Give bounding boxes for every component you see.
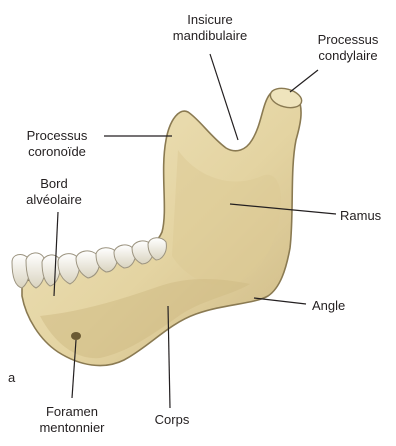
- label-foramen-line1: Foramen: [20, 404, 124, 420]
- label-coronoid: Processus coronoïde: [12, 128, 102, 160]
- label-coronoid-line1: Processus: [12, 128, 102, 144]
- label-condylar: Processus condylaire: [300, 32, 396, 64]
- leader-angle: [254, 298, 306, 304]
- label-alveolar-line2: alvéolaire: [14, 192, 94, 208]
- label-incisure: Insicure mandibulaire: [152, 12, 268, 44]
- label-condylar-line2: condylaire: [300, 48, 396, 64]
- mental-foramen: [71, 332, 81, 340]
- label-incisure-line1: Insicure: [152, 12, 268, 28]
- leader-condylar: [290, 70, 318, 92]
- label-coronoid-line2: coronoïde: [12, 144, 102, 160]
- label-corps: Corps: [136, 412, 208, 428]
- panel-letter: a: [8, 370, 15, 386]
- label-ramus: Ramus: [340, 208, 381, 224]
- label-angle: Angle: [312, 298, 345, 314]
- label-foramen: Foramen mentonnier: [20, 404, 124, 436]
- label-incisure-line2: mandibulaire: [152, 28, 268, 44]
- label-alveolar: Bord alvéolaire: [14, 176, 94, 208]
- label-alveolar-line1: Bord: [14, 176, 94, 192]
- label-condylar-line1: Processus: [300, 32, 396, 48]
- label-foramen-line2: mentonnier: [20, 420, 124, 436]
- leader-incisure: [210, 54, 238, 140]
